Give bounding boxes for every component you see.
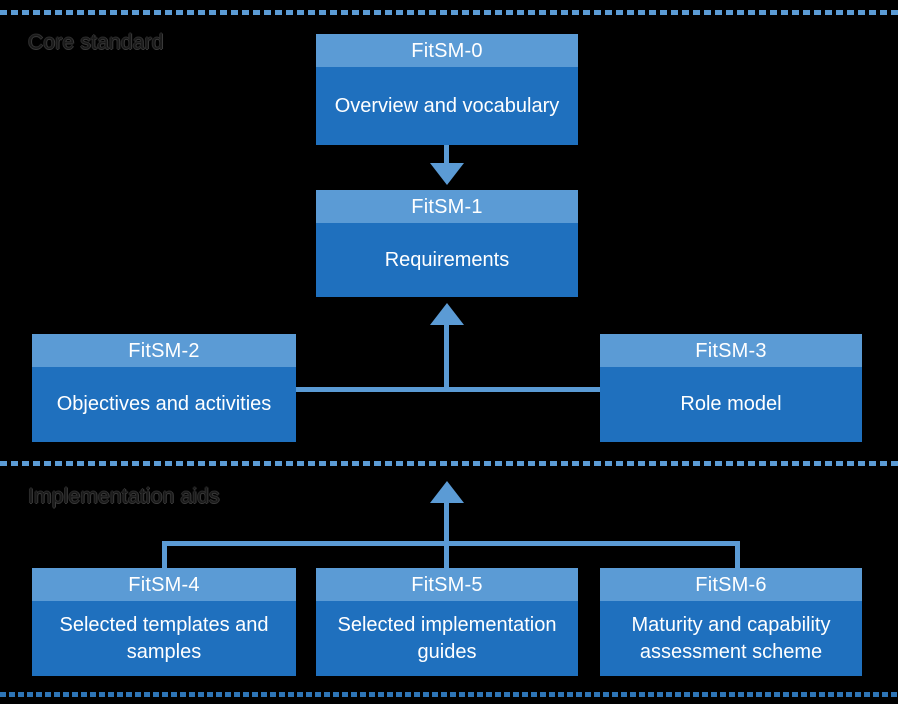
node-fitsm-3-title: FitSM-3 — [600, 334, 862, 367]
node-fitsm-0-body: Overview and vocabulary — [334, 94, 560, 117]
node-fitsm-2[interactable]: FitSM-2 Objectives and activities — [32, 334, 296, 442]
node-fitsm-1-title: FitSM-1 — [316, 190, 578, 223]
section-label-implementation-aids: Implementation aids — [28, 485, 220, 508]
node-fitsm-5-body: Selected implementation guides — [337, 613, 557, 663]
connector-fitsm2-to-fitsm3-bus — [294, 387, 602, 392]
node-fitsm-0-title: FitSM-0 — [316, 34, 578, 67]
node-fitsm-2-body: Objectives and activities — [56, 393, 272, 415]
connector-bus-to-fitsm5 — [444, 541, 449, 571]
connector-bus-to-fitsm4 — [162, 541, 167, 571]
section-label-core-standard: Core standard — [28, 31, 164, 54]
node-fitsm-3-body: Role model — [680, 393, 782, 415]
node-fitsm-6[interactable]: FitSM-6 Maturity and capability assessme… — [600, 568, 862, 676]
node-fitsm-0[interactable]: FitSM-0 Overview and vocabulary — [316, 34, 578, 145]
node-fitsm-4-body: Selected templates and samples — [59, 613, 269, 663]
node-fitsm-4[interactable]: FitSM-4 Selected templates and samples — [32, 568, 296, 676]
arrow-aids-to-fitsm1 — [430, 481, 464, 503]
node-fitsm-6-body: Maturity and capability assessment schem… — [631, 613, 831, 663]
node-fitsm-1-body: Requirements — [384, 248, 510, 271]
connector-fitsm23-bus-stem — [444, 324, 449, 391]
arrow-fitsm23-to-fitsm1 — [430, 303, 464, 325]
connector-aids-bus-stem — [444, 502, 449, 544]
node-fitsm-5-title: FitSM-5 — [316, 568, 578, 601]
node-fitsm-1[interactable]: FitSM-1 Requirements — [316, 190, 578, 297]
arrow-fitsm0-to-fitsm1 — [430, 163, 464, 185]
connector-aids-bus — [162, 541, 740, 546]
connector-bus-to-fitsm6 — [735, 541, 740, 571]
divider-middle — [0, 461, 898, 466]
node-fitsm-3[interactable]: FitSM-3 Role model — [600, 334, 862, 442]
divider-bottom — [0, 692, 898, 697]
node-fitsm-6-title: FitSM-6 — [600, 568, 862, 601]
divider-top — [0, 10, 898, 15]
node-fitsm-2-title: FitSM-2 — [32, 334, 296, 367]
node-fitsm-5[interactable]: FitSM-5 Selected implementation guides — [316, 568, 578, 676]
node-fitsm-4-title: FitSM-4 — [32, 568, 296, 601]
connector-fitsm0-to-fitsm1-stem — [444, 145, 449, 167]
